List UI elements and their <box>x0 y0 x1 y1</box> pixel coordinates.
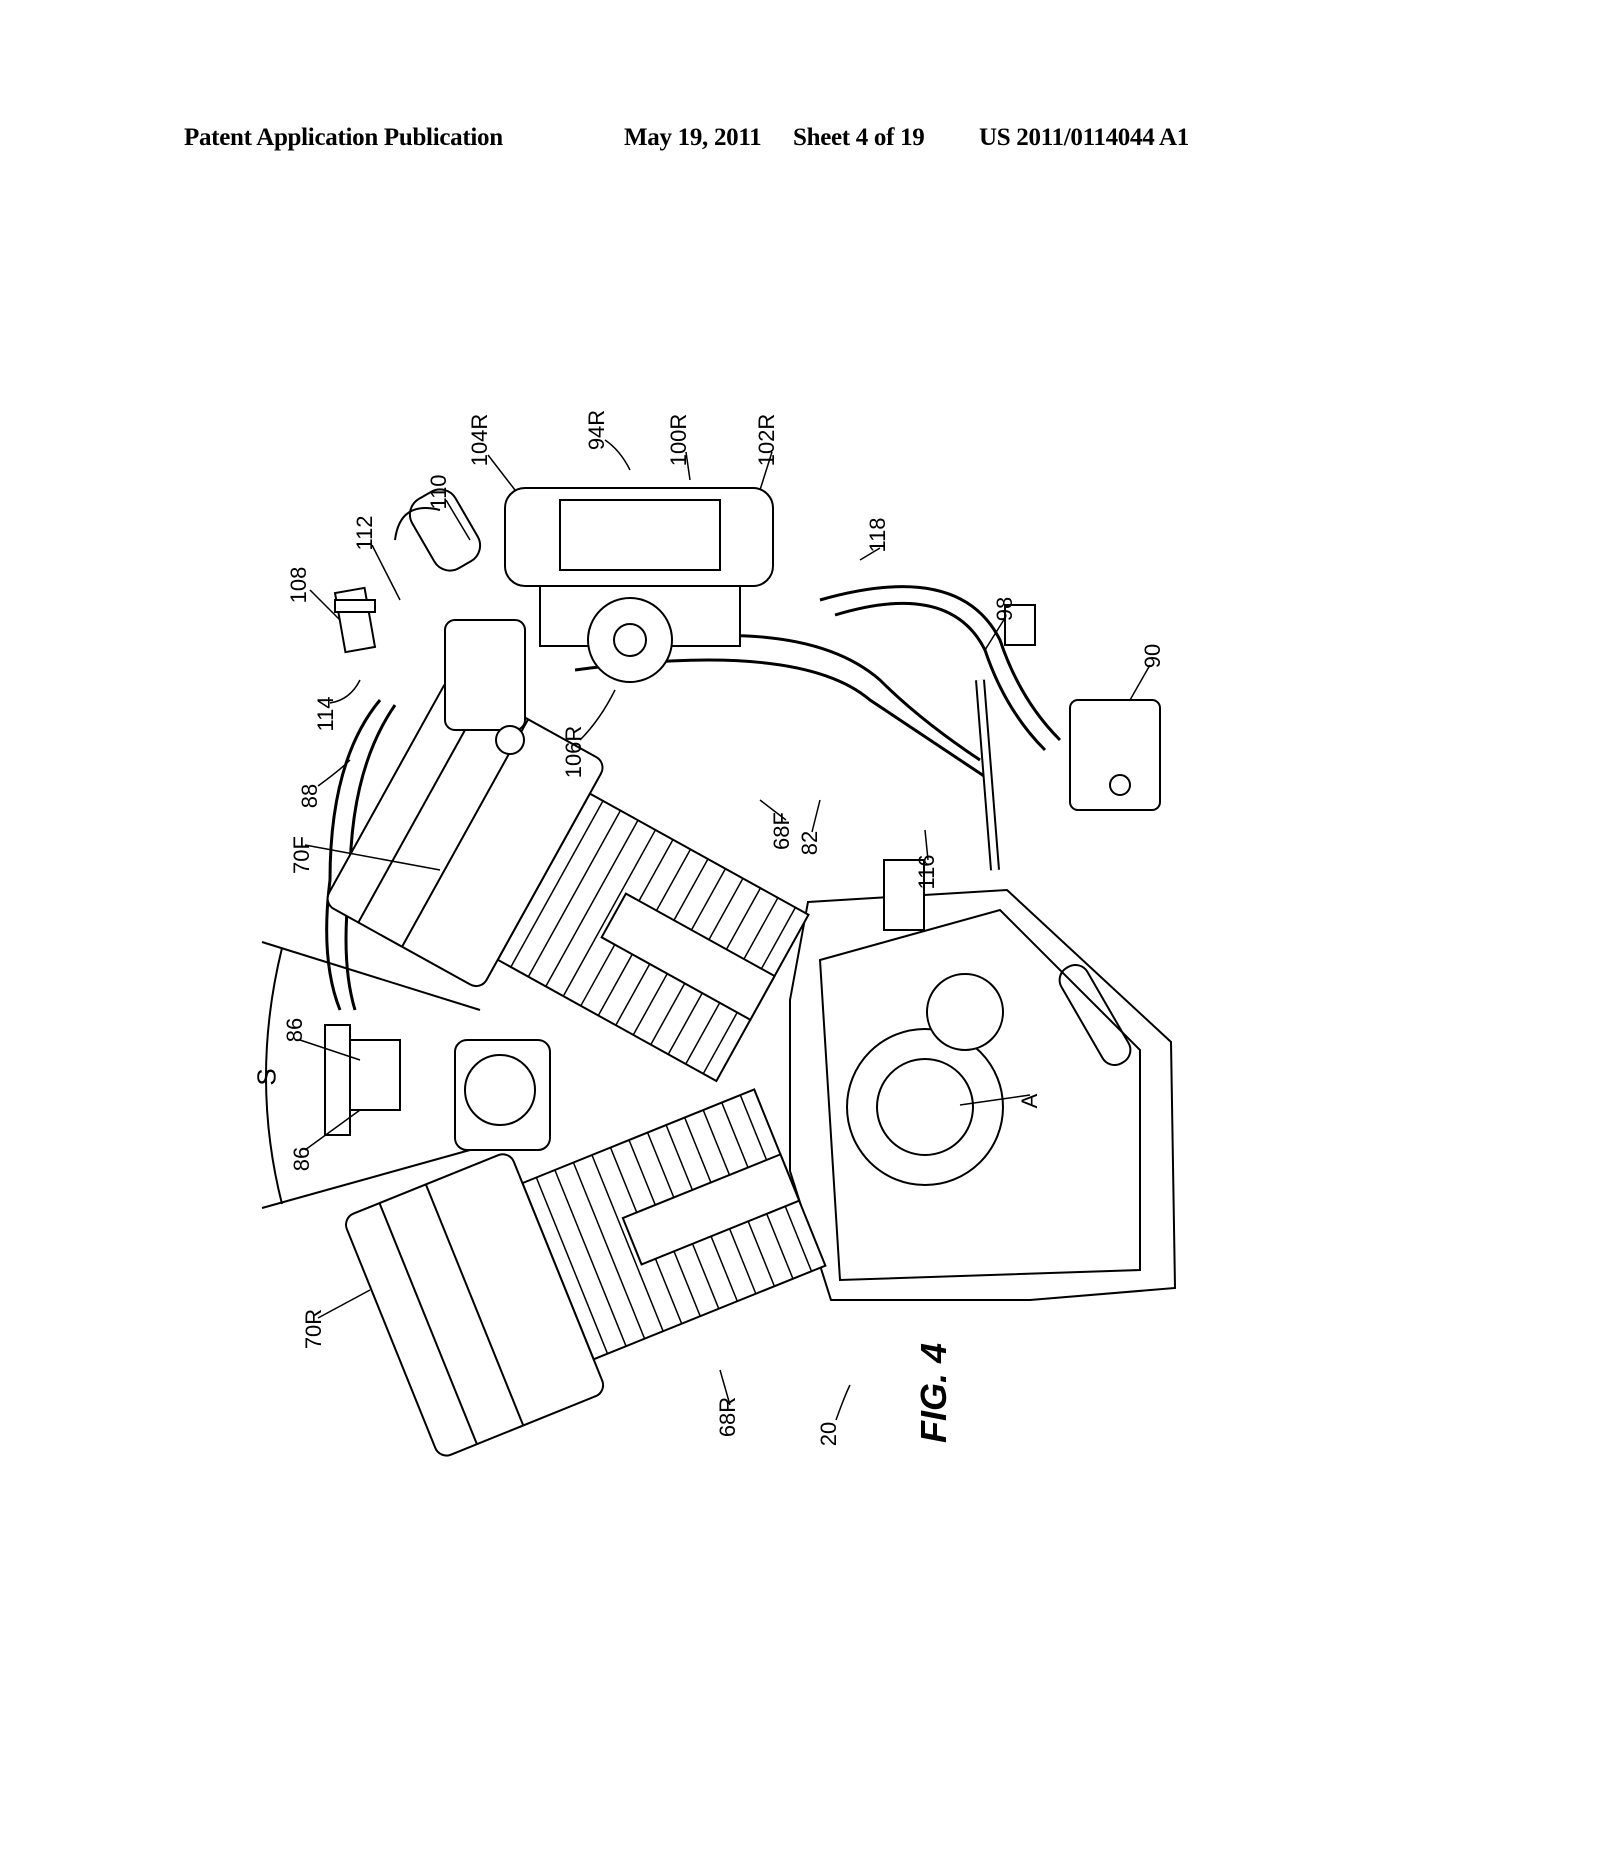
ref-label-68f: 68F <box>769 812 794 850</box>
rear-cylinder <box>345 1088 827 1457</box>
ref-label-102r: 102R <box>754 413 779 467</box>
ref-label-68r: 68R <box>715 1396 740 1438</box>
ref-label-118: 118 <box>865 517 890 553</box>
ref-label-88: 88 <box>297 783 322 809</box>
throttle-body <box>324 1024 551 1151</box>
reservoir <box>333 487 1036 755</box>
ref-label-94r: 94R <box>584 409 609 451</box>
ref-label-104r: 104R <box>467 413 492 467</box>
figure-caption: FIG. 4 <box>913 1342 954 1444</box>
leader-lines <box>299 439 1151 1421</box>
sheet-number: Sheet 4 of 19 <box>793 124 925 151</box>
ref-label-98: 98 <box>992 596 1017 622</box>
bracket <box>975 679 1161 871</box>
front-cylinder <box>326 679 810 1083</box>
ref-label-86-lower: 86 <box>289 1146 314 1172</box>
ref-label-82: 82 <box>797 830 822 856</box>
publication-title: Patent Application Publication <box>184 124 503 151</box>
ref-label-70f: 70F <box>289 836 314 874</box>
axis-label-a: A <box>1017 1093 1042 1109</box>
patent-number: US 2011/0114044 A1 <box>979 124 1189 151</box>
ref-label-116: 116 <box>914 854 939 890</box>
ref-label-100r: 100R <box>666 413 691 467</box>
ref-label-70r: 70R <box>301 1308 326 1350</box>
ref-label-108: 108 <box>286 566 311 604</box>
angle-s-indicator <box>261 941 481 1209</box>
ref-label-114: 114 <box>313 696 338 732</box>
ref-label-90: 90 <box>1140 643 1165 669</box>
angle-label-s: S <box>251 1068 282 1086</box>
ref-label-86-upper: 86 <box>282 1017 307 1043</box>
crankcase <box>789 859 1177 1301</box>
ref-label-110: 110 <box>426 474 451 510</box>
publication-date: May 19, 2011 <box>624 124 762 151</box>
ref-label-20: 20 <box>816 1421 841 1447</box>
ref-label-106r: 106R <box>561 725 586 779</box>
ref-label-112: 112 <box>352 515 377 551</box>
